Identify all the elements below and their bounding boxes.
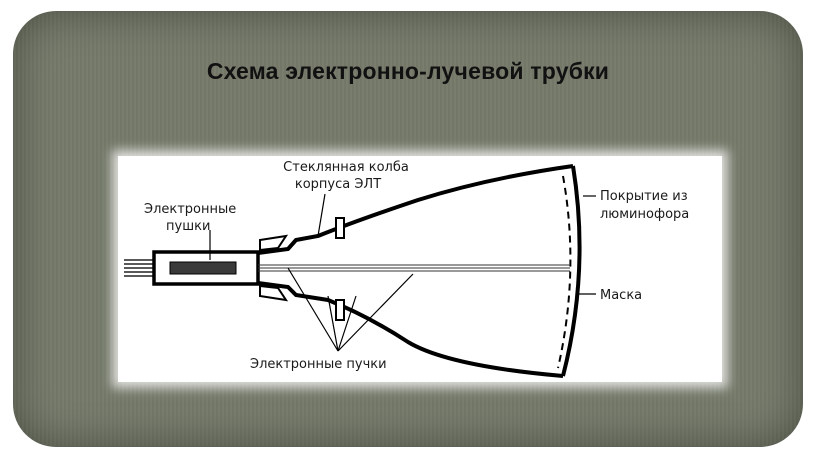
label-phosphor-coating: Покрытие из — [600, 189, 688, 204]
phosphor-coating — [557, 175, 572, 369]
deflection-rings — [259, 217, 345, 321]
crt-diagram-svg: Стеклянная колба корпуса ЭЛТ Электронные… — [124, 160, 689, 378]
slide-title: Схема электронно-лучевой трубки — [206, 58, 610, 84]
screen-faceplate — [561, 165, 582, 377]
label-phosphor: люминофора — [600, 207, 689, 222]
electron-beams — [258, 264, 570, 272]
leader-lines — [209, 193, 596, 352]
glass-bulb-outline — [257, 164, 574, 255]
label-crt-body: корпуса ЭЛТ — [295, 177, 381, 192]
label-glass-bulb: Стеклянная колба — [283, 160, 409, 175]
crt-diagram: Стеклянная колба корпуса ЭЛТ Электронные… — [118, 156, 722, 382]
label-electron-beams: Электронные пучки — [250, 357, 387, 372]
label-guns: пушки — [166, 219, 210, 234]
label-mask: Маска — [600, 288, 642, 303]
connector-pins — [124, 259, 154, 277]
electron-gun — [169, 261, 237, 275]
label-electron-guns: Электронные — [144, 202, 236, 217]
